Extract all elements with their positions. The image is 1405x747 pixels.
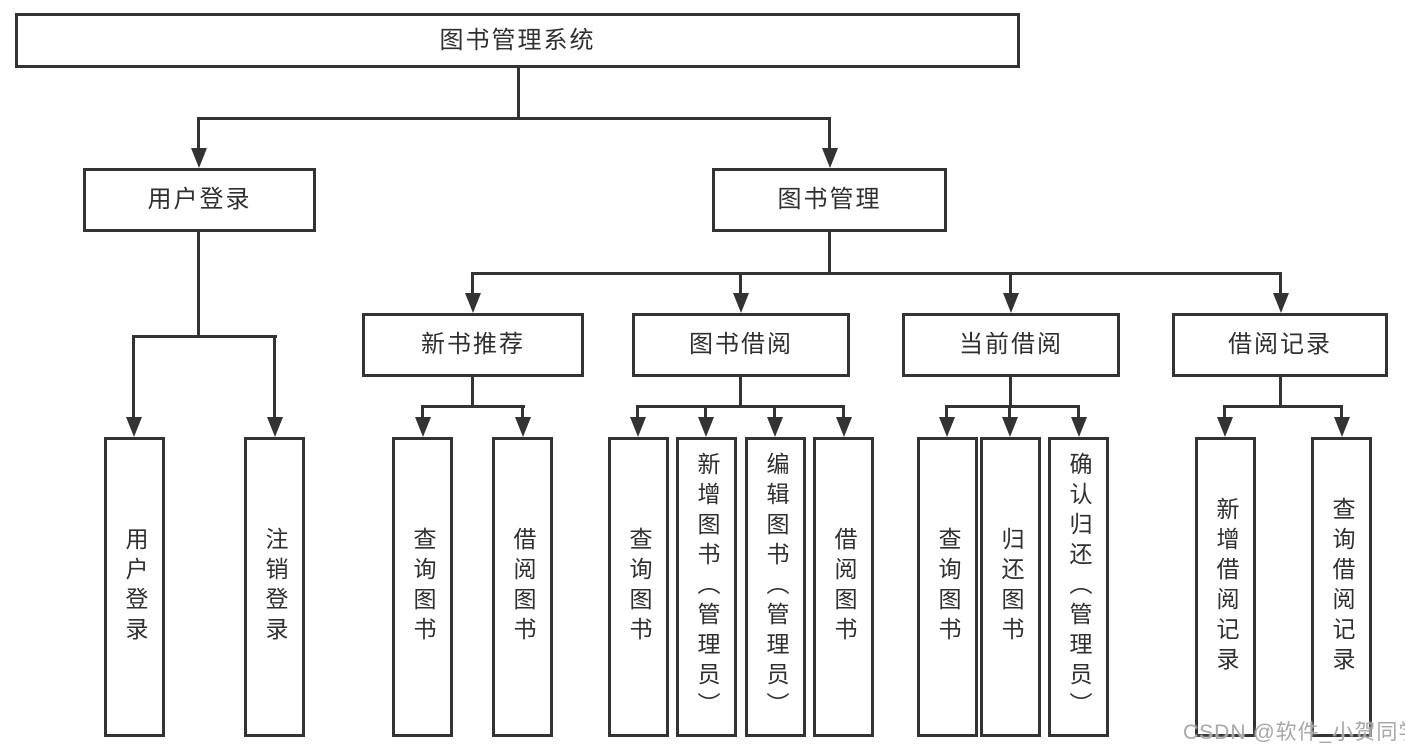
connector-user-login-bar xyxy=(132,335,277,338)
node-label: 图书管理 xyxy=(777,186,882,213)
leaf-label: 借阅图书 xyxy=(831,527,857,647)
arrow-down-icon xyxy=(733,293,749,313)
leaf-return-books: 归还图书 xyxy=(980,437,1041,737)
leaf-query-books-current: 查询图书 xyxy=(917,437,978,737)
leaf-label: 查询图书 xyxy=(626,527,652,647)
connector-bar xyxy=(421,405,525,408)
leaf-logout: 注销登录 xyxy=(244,437,305,737)
arrow-down-icon xyxy=(126,417,142,437)
leaf-borrow-books: 借阅图书 xyxy=(813,437,874,737)
connector-bar xyxy=(1223,405,1342,408)
leaf-query-books-borrow: 查询图书 xyxy=(608,437,669,737)
node-label: 图书借阅 xyxy=(689,331,793,358)
arrow-down-icon xyxy=(822,148,838,168)
arrow-down-icon xyxy=(415,417,431,437)
arrow-down-icon xyxy=(1273,293,1289,313)
connector-line xyxy=(773,405,776,421)
leaf-label: 用户登录 xyxy=(122,527,148,647)
leaf-add-borrow-record: 新增借阅记录 xyxy=(1195,437,1256,737)
connector-stem xyxy=(1279,377,1282,408)
leaf-borrow-books-recommend: 借阅图书 xyxy=(492,437,553,737)
connector-line xyxy=(197,117,200,153)
node-label: 用户登录 xyxy=(147,186,252,213)
node-label: 图书管理系统 xyxy=(439,26,596,54)
connector-level3-bar xyxy=(471,272,1282,275)
arrow-down-icon xyxy=(1002,417,1018,437)
node-user-login: 用户登录 xyxy=(83,168,316,232)
leaf-add-books-admin: 新增图书（管理员） xyxy=(676,437,737,737)
leaf-label: 确认归还（管理员） xyxy=(1066,452,1092,722)
connector-line xyxy=(1077,405,1080,421)
leaf-label: 查询图书 xyxy=(935,527,961,647)
node-book-management: 图书管理 xyxy=(712,168,947,232)
leaf-label: 查询图书 xyxy=(410,527,436,647)
leaf-edit-books-admin: 编辑图书（管理员） xyxy=(745,437,806,737)
connector-line xyxy=(1008,405,1011,421)
connector-level2-bar xyxy=(197,117,831,120)
leaf-label: 注销登录 xyxy=(262,527,288,647)
arrow-down-icon xyxy=(1003,293,1019,313)
arrow-down-icon xyxy=(836,417,852,437)
connector-root-stem xyxy=(517,68,520,120)
leaf-query-borrow-record: 查询借阅记录 xyxy=(1311,437,1372,737)
node-library-management-system: 图书管理系统 xyxy=(15,13,1020,68)
arrow-down-icon xyxy=(1071,417,1087,437)
connector-line xyxy=(636,405,639,421)
connector-user-login-stem xyxy=(197,232,200,338)
connector-stem xyxy=(471,377,474,408)
arrow-down-icon xyxy=(465,293,481,313)
leaf-label: 新增图书（管理员） xyxy=(694,452,720,722)
node-current-borrowing: 当前借阅 xyxy=(902,313,1120,377)
connector-line xyxy=(1279,272,1282,298)
node-label: 借阅记录 xyxy=(1228,331,1332,358)
node-borrowing-records: 借阅记录 xyxy=(1172,313,1388,377)
arrow-down-icon xyxy=(630,417,646,437)
leaf-label: 新增借阅记录 xyxy=(1213,497,1239,677)
node-label: 当前借阅 xyxy=(959,331,1063,358)
connector-line xyxy=(132,335,135,421)
connector-line xyxy=(521,405,524,421)
arrow-down-icon xyxy=(698,417,714,437)
arrow-down-icon xyxy=(1334,417,1350,437)
connector-stem xyxy=(1009,377,1012,408)
leaf-label: 借阅图书 xyxy=(510,527,536,647)
arrow-down-icon xyxy=(515,417,531,437)
arrow-down-icon xyxy=(767,417,783,437)
connector-line xyxy=(828,117,831,153)
leaf-label: 编辑图书（管理员） xyxy=(763,452,789,722)
csdn-watermark: CSDN @软件_小贺同学 xyxy=(1183,721,1405,744)
leaf-user-login: 用户登录 xyxy=(104,437,165,737)
connector-bar xyxy=(945,405,1080,408)
connector-line xyxy=(1009,272,1012,298)
connector-book-mgmt-stem xyxy=(828,232,831,275)
arrow-down-icon xyxy=(1217,417,1233,437)
connector-line xyxy=(421,405,424,421)
connector-line xyxy=(842,405,845,421)
node-book-borrowing: 图书借阅 xyxy=(632,313,850,377)
leaf-label: 归还图书 xyxy=(998,527,1024,647)
node-label: 新书推荐 xyxy=(421,331,525,358)
connector-line xyxy=(1223,405,1226,421)
arrow-down-icon xyxy=(267,417,283,437)
connector-line xyxy=(704,405,707,421)
connector-line xyxy=(945,405,948,421)
arrow-down-icon xyxy=(191,148,207,168)
leaf-query-books-recommend: 查询图书 xyxy=(392,437,453,737)
node-new-book-recommendation: 新书推荐 xyxy=(362,313,584,377)
connector-line xyxy=(273,335,276,421)
arrow-down-icon xyxy=(939,417,955,437)
connector-bar xyxy=(636,405,845,408)
leaf-confirm-return-admin: 确认归还（管理员） xyxy=(1048,437,1109,737)
connector-stem xyxy=(739,377,742,408)
leaf-label: 查询借阅记录 xyxy=(1329,497,1355,677)
connector-line xyxy=(739,272,742,298)
connector-line xyxy=(471,272,474,298)
connector-line xyxy=(1340,405,1343,421)
